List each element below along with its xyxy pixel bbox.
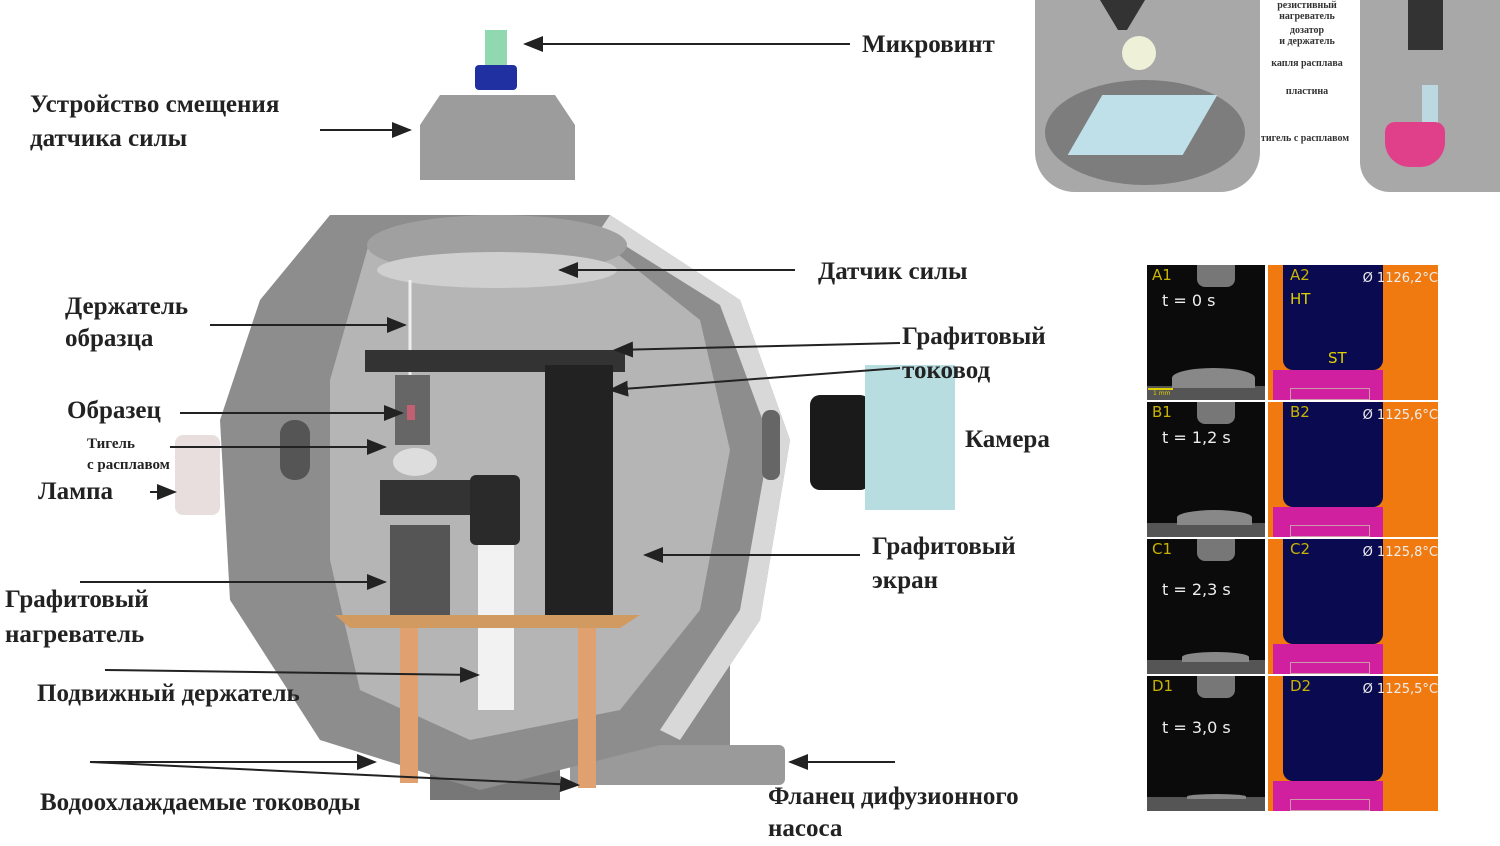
force-sensor — [377, 252, 617, 288]
inset-illustration: резистивный нагреватель дозатор и держат… — [1030, 0, 1500, 195]
crucible — [393, 448, 437, 476]
copper-plate — [335, 615, 640, 628]
inset-dispenser-2: и держатель — [1279, 36, 1335, 47]
st-annotation: ST — [1328, 349, 1347, 367]
thermal-frame-id: B2 — [1290, 403, 1310, 421]
lamp — [175, 435, 220, 515]
label-crucible-2: с расплавом — [87, 457, 170, 473]
holder-rod — [1408, 0, 1443, 50]
thermal-frame: B2 Ø 1125,6°C — [1268, 402, 1438, 537]
window-port — [280, 420, 310, 480]
thermal-frame: C2 Ø 1125,8°C — [1268, 539, 1438, 674]
frame-time: t = 3,0 s — [1162, 718, 1231, 737]
camera-port — [762, 410, 780, 480]
camera-frame: B1 t = 1,2 s — [1147, 402, 1265, 537]
label-lead-2: токовод — [902, 357, 991, 384]
label-flange-1: Фланец дифузионного — [768, 783, 1019, 810]
thermal-frame: A2 Ø 1126,2°C — [1268, 265, 1438, 400]
label-screen-1: Графитовый — [872, 533, 1016, 560]
thermal-temperature: Ø 1125,5°C — [1362, 682, 1438, 697]
frame-time: t = 1,2 s — [1162, 428, 1231, 447]
camera-lens — [810, 395, 870, 490]
cooled-lead-2 — [578, 628, 596, 788]
label-holder-2: образца — [65, 325, 154, 352]
label-lead-1: Графитовый — [902, 323, 1046, 350]
thermal-temperature: Ø 1126,2°C — [1362, 271, 1438, 286]
camera-frame: C1 t = 2,3 s — [1147, 539, 1265, 674]
thermal-temperature: Ø 1125,8°C — [1362, 545, 1438, 560]
label-camera: Камера — [965, 426, 1050, 453]
label-movable-holder: Подвижный держатель — [37, 680, 300, 707]
force-offset-device — [420, 95, 575, 180]
frame-time: t = 0 s — [1162, 291, 1216, 310]
ht-annotation: HT — [1290, 290, 1311, 308]
thermal-frame-id: C2 — [1290, 540, 1311, 558]
plate-vertical — [1422, 85, 1438, 130]
inset-heater-1: резистивный — [1277, 0, 1337, 11]
inset-crucible: тигель с расплавом — [1260, 133, 1350, 144]
frame-id: D1 — [1152, 677, 1174, 695]
label-sample: Образец — [67, 397, 161, 424]
label-force-offset-2: датчика силы — [30, 125, 188, 152]
label-force-sensor: Датчик силы — [818, 258, 968, 285]
scale-bar-label: 1 mm — [1153, 390, 1171, 397]
melt-drop — [1122, 36, 1156, 70]
camera-frame: D1 t = 3,0 s — [1147, 676, 1265, 811]
graphite-lead — [545, 365, 613, 620]
camera-body — [865, 365, 955, 510]
label-cooled-leads: Водоохлаждаемые тоководы — [40, 789, 361, 816]
sample — [407, 405, 415, 420]
label-holder-1: Держатель — [65, 293, 189, 320]
microscrew-knob — [475, 65, 517, 90]
label-flange-2: насоса — [768, 815, 843, 842]
label-lamp: Лампа — [38, 478, 114, 505]
label-screen-2: экран — [872, 567, 939, 594]
frame-time: t = 2,3 s — [1162, 580, 1231, 599]
microscrew — [485, 30, 507, 70]
label-force-offset-1: Устройство смещения — [30, 91, 280, 118]
thermal-temperature: Ø 1125,6°C — [1362, 408, 1438, 423]
label-microscrew: Микровинт — [862, 31, 995, 58]
inset-plate: пластина — [1285, 86, 1329, 97]
label-heater-1: Графитовый — [5, 586, 149, 613]
frame-id: C1 — [1152, 540, 1173, 558]
label-crucible-1: Тигель — [87, 436, 135, 452]
frame-id: A1 — [1152, 266, 1172, 284]
scale-bar — [1148, 388, 1173, 390]
graphite-heater — [390, 525, 450, 615]
camera-frame: A1 t = 0 s — [1147, 265, 1265, 400]
cooled-lead-1 — [400, 628, 418, 783]
thermal-frame-id: D2 — [1290, 677, 1312, 695]
thermal-frame-id: A2 — [1290, 266, 1310, 284]
label-heater-2: нагреватель — [5, 621, 145, 648]
inset-dispenser-1: дозатор — [1289, 25, 1325, 36]
frame-id: B1 — [1152, 403, 1172, 421]
inset-heater-2: нагреватель — [1279, 11, 1335, 22]
inset-drop: капля расплава — [1271, 58, 1343, 69]
pump-flange — [570, 745, 785, 785]
thermal-frame: D2 Ø 1125,5°C — [1268, 676, 1438, 811]
melt-crucible — [1385, 122, 1445, 167]
